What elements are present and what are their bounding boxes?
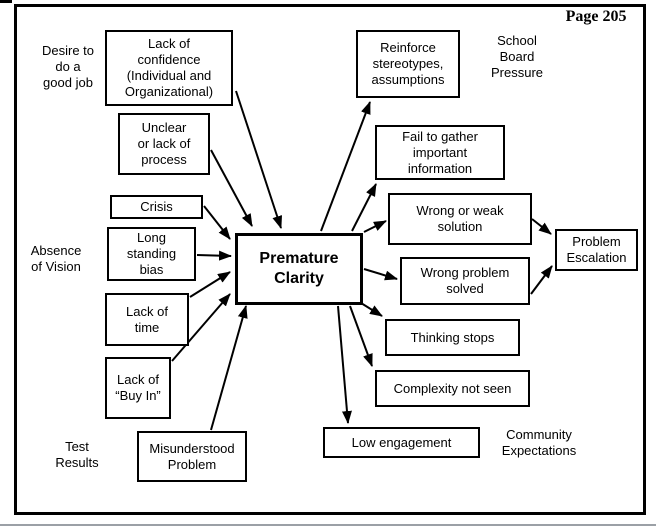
node-thinking-stops: Thinking stops	[385, 319, 520, 356]
label-school-board-pressure: School Board Pressure	[490, 33, 544, 80]
edge-wrong-weak-to-escalation	[531, 218, 552, 235]
node-reinforce-stereotypes: Reinforce stereotypes, assumptions	[356, 30, 460, 98]
edge-buy-in-to-center	[171, 293, 231, 362]
page-number-label: Page 205	[565, 8, 627, 25]
edge-center-to-thinking	[360, 302, 383, 317]
edge-center-to-reinforce	[320, 101, 371, 232]
node-low-engagement: Low engagement	[323, 427, 480, 458]
corner-mark	[0, 0, 12, 3]
bottom-rule	[0, 524, 656, 526]
node-premature-clarity: Premature Clarity	[235, 233, 363, 305]
edge-wrong-problem-to-escalation	[530, 265, 553, 295]
edge-center-to-wrong-weak	[363, 220, 387, 233]
label-absence-of-vision: Absence of Vision	[30, 243, 82, 274]
edge-center-to-low-engagement	[337, 305, 352, 424]
edge-misunderstood-to-center	[210, 305, 248, 431]
node-fail-to-gather: Fail to gather important information	[375, 125, 505, 180]
node-misunderstood-problem: Misunderstood Problem	[137, 431, 247, 482]
node-wrong-weak-solution: Wrong or weak solution	[388, 193, 532, 245]
edge-bias-to-center	[196, 250, 232, 261]
node-lack-of-time: Lack of time	[105, 293, 189, 346]
edge-center-to-fail-gather	[351, 183, 377, 232]
edge-lack-time-to-center	[189, 271, 231, 298]
label-desire-good-job: Desire to do a good job	[41, 43, 95, 90]
label-test-results: Test Results	[55, 439, 99, 470]
node-lack-of-buy-in: Lack of “Buy In”	[105, 357, 171, 419]
node-crisis: Crisis	[110, 195, 203, 219]
node-complexity-not-seen: Complexity not seen	[375, 370, 530, 407]
edge-center-to-complexity	[349, 305, 373, 367]
node-unclear-process: Unclear or lack of process	[118, 113, 210, 175]
node-wrong-problem-solved: Wrong problem solved	[400, 257, 530, 305]
edge-lack-confidence-to-center	[235, 90, 283, 229]
label-community-expectations: Community Expectations	[501, 427, 577, 458]
edge-center-to-wrong-problem	[363, 268, 398, 281]
edge-unclear-to-center	[210, 149, 253, 227]
node-lack-of-confidence: Lack of confidence (Individual and Organ…	[105, 30, 233, 106]
edge-crisis-to-center	[203, 205, 231, 240]
node-long-standing-bias: Long standing bias	[107, 227, 196, 281]
node-problem-escalation: Problem Escalation	[555, 229, 638, 271]
